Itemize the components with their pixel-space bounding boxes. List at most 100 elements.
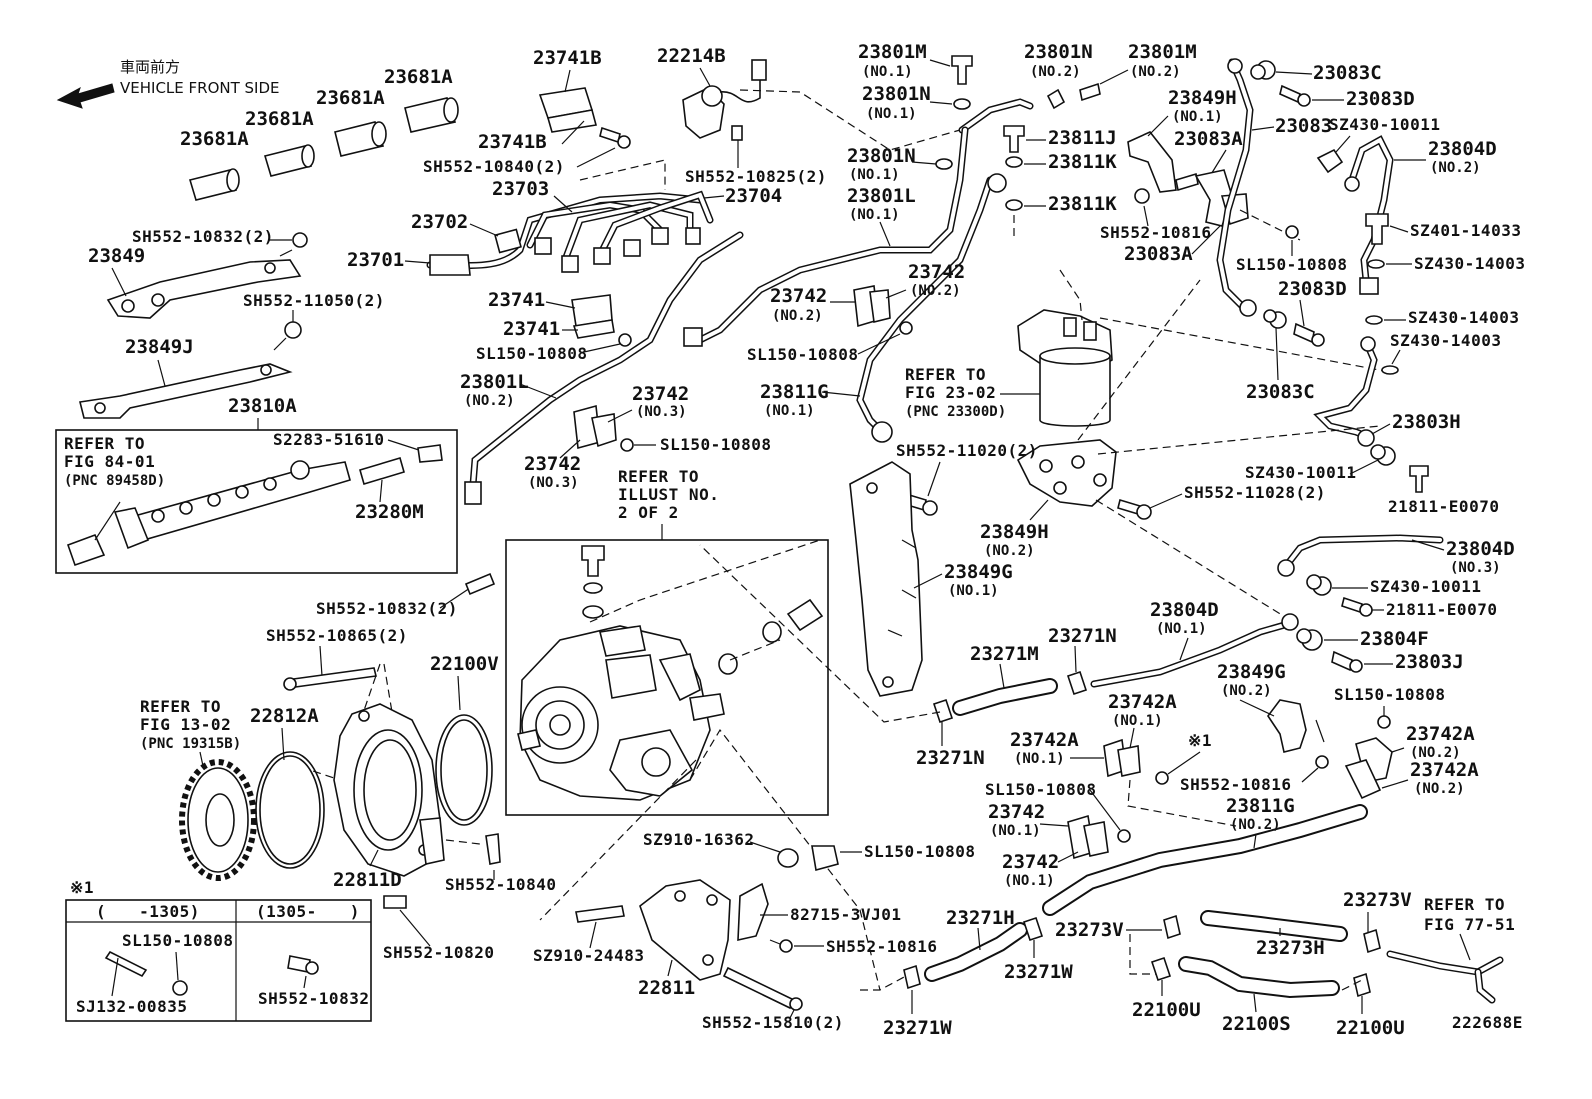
part-label: 23849G — [944, 561, 1013, 583]
glow-plug-icon — [263, 144, 315, 177]
part-label: 23741B — [478, 131, 547, 153]
part-label: 23801N — [847, 145, 916, 167]
bolt-icon — [1079, 82, 1101, 102]
part-label: 23083A — [1124, 243, 1193, 265]
bolt-icon — [1285, 225, 1299, 239]
part-label: SH552-10840 — [445, 875, 556, 894]
part-label: 23083A — [1174, 128, 1243, 150]
bolt-icon — [1341, 596, 1363, 614]
part-label: 22100U — [1336, 1017, 1405, 1039]
refer-note: ILLUST NO. — [618, 485, 719, 504]
note-table: ※1 ( -1305) (1305- ) SL150-10808 SJ132-0… — [65, 878, 372, 1022]
glow-plug-group: 23681A 23681A 23681A 23681A — [180, 66, 459, 201]
part-label: 21811-E0070 — [1386, 600, 1497, 619]
refer-note: FIG 77-51 — [1424, 915, 1515, 934]
part-label: SH552-10820 — [383, 943, 494, 962]
fuel-filter: REFER TO FIG 23-02 (PNC 23300D) — [905, 269, 1391, 427]
part-label: SZ910-24483 — [533, 946, 644, 965]
bolt-icon — [1279, 84, 1301, 104]
bolt-icon — [899, 321, 913, 335]
part-label: 23083C — [1246, 381, 1315, 403]
part-label: SH552-10832(2) — [132, 227, 274, 246]
part-label: 23741B — [533, 47, 602, 69]
part-label: (NO.1) — [862, 64, 913, 80]
part-label: (NO.2) — [1221, 683, 1272, 699]
part-label: (NO.1) — [990, 823, 1041, 839]
part-label: (NO.1) — [866, 106, 917, 122]
part-label: SL150-10808 — [476, 344, 587, 363]
part-label: 23273V — [1343, 889, 1412, 911]
part-label: (NO.1) — [1014, 751, 1065, 767]
banjo-fittings: 23801M (NO.1) 23801N (NO.1) 23801N (NO.2… — [739, 41, 1197, 223]
refer-note: FIG 13-02 — [140, 715, 231, 734]
refer-note: (PNC 23300D) — [905, 404, 1006, 420]
part-label: 23271W — [883, 1017, 952, 1039]
fuel-rail-23810a: 23810A REFER TO FIG 84-01 (PNC 89458D) S… — [55, 395, 458, 574]
part-label: (NO.1) — [764, 403, 815, 419]
fuel-pipe-23801l-no2: 23801L (NO.2) — [460, 231, 744, 505]
part-label: 23741 — [488, 289, 545, 311]
bolt-icon — [811, 845, 839, 872]
glow-plug-icon — [188, 168, 240, 201]
part-label: 23742 — [908, 261, 965, 283]
pipe-23804d-no2: 23804D (NO.2) SZ401-14033 SZ430-14003 SZ… — [1344, 135, 1525, 375]
refer-note: FIG 23-02 — [905, 383, 996, 402]
vehicle-front-indicator: 車両前方 VEHICLE FRONT SIDE — [56, 58, 280, 109]
part-label: 23271M — [970, 643, 1039, 665]
bolt-icon — [1409, 465, 1429, 493]
bolt-icon — [786, 598, 824, 632]
part-label: SH552-11020(2) — [896, 441, 1038, 460]
part-label: SH552-10825(2) — [685, 167, 827, 186]
refer-note: (PNC 89458D) — [64, 473, 165, 489]
part-label: 23849J — [125, 336, 194, 358]
note-table-header: ( -1305) — [96, 902, 200, 921]
part-label: (NO.2) — [1030, 64, 1081, 80]
supply-pump-assembly: REFER TO ILLUST NO. 2 OF 2 — [505, 467, 881, 991]
part-label: 23849H — [1168, 87, 1237, 109]
pipe-23804d-no1: 23804D (NO.1) 23804F 23803J — [1090, 599, 1464, 688]
part-label: 23742A — [1410, 759, 1479, 781]
part-label: 23742 — [632, 383, 689, 405]
part-label: SL150-10808 — [985, 780, 1096, 799]
part-label: 23803H — [1392, 411, 1461, 433]
bolt-icon — [464, 572, 496, 596]
front-arrow-icon — [56, 83, 115, 109]
part-label: 22100U — [1132, 999, 1201, 1021]
note-marker: ※1 — [1188, 731, 1212, 750]
part-label: 23803J — [1395, 651, 1464, 673]
hose-clamp-icon — [1163, 914, 1181, 940]
bolt-icon — [779, 939, 793, 953]
sensor-22214b: 22214B SH552-10825(2) — [657, 45, 827, 186]
part-label: (NO.1) — [1156, 621, 1207, 637]
part-label: 23681A — [180, 128, 249, 150]
clip-icon — [1316, 148, 1344, 174]
part-label: 23704 — [725, 185, 782, 207]
part-label: 23701 — [347, 249, 404, 271]
part-label: SL150-10808 — [1334, 685, 1445, 704]
part-label: SH552-10832(2) — [316, 599, 458, 618]
hose-clamp-icon — [1150, 956, 1172, 982]
bolt-icon — [581, 545, 605, 577]
bolt-icon — [1331, 650, 1353, 672]
refer-note: FIG 84-01 — [64, 452, 155, 471]
banjo-23811: 23811J 23811K 23811K — [1003, 125, 1117, 240]
part-label: SH552-10816 — [1180, 775, 1291, 794]
part-label: 23742A — [1010, 729, 1079, 751]
part-label: SH552-10832 — [258, 989, 369, 1008]
part-label: 23271H — [946, 907, 1015, 929]
part-label: SL150-10808 — [1236, 255, 1347, 274]
part-label: (NO.1) — [1172, 109, 1223, 125]
part-label: SH552-10816 — [826, 937, 937, 956]
part-label: 23804D — [1428, 138, 1497, 160]
part-label: (NO.2) — [910, 283, 961, 299]
part-label: SZ430-10011 — [1245, 463, 1356, 482]
hose-clamp-icon — [1022, 916, 1044, 942]
part-label: 23801L — [460, 371, 529, 393]
part-label: SH552-11028(2) — [1184, 483, 1326, 502]
part-label: (NO.2) — [1130, 64, 1181, 80]
clamp-23742-no3: 23742 (NO.3) 23742 (NO.3) SL150-10808 — [524, 383, 771, 491]
part-label: 23273H — [1256, 937, 1325, 959]
glow-plug-icon — [404, 97, 459, 133]
part-label: 23811G — [1226, 795, 1295, 817]
part-label: SH552-11050(2) — [243, 291, 385, 310]
